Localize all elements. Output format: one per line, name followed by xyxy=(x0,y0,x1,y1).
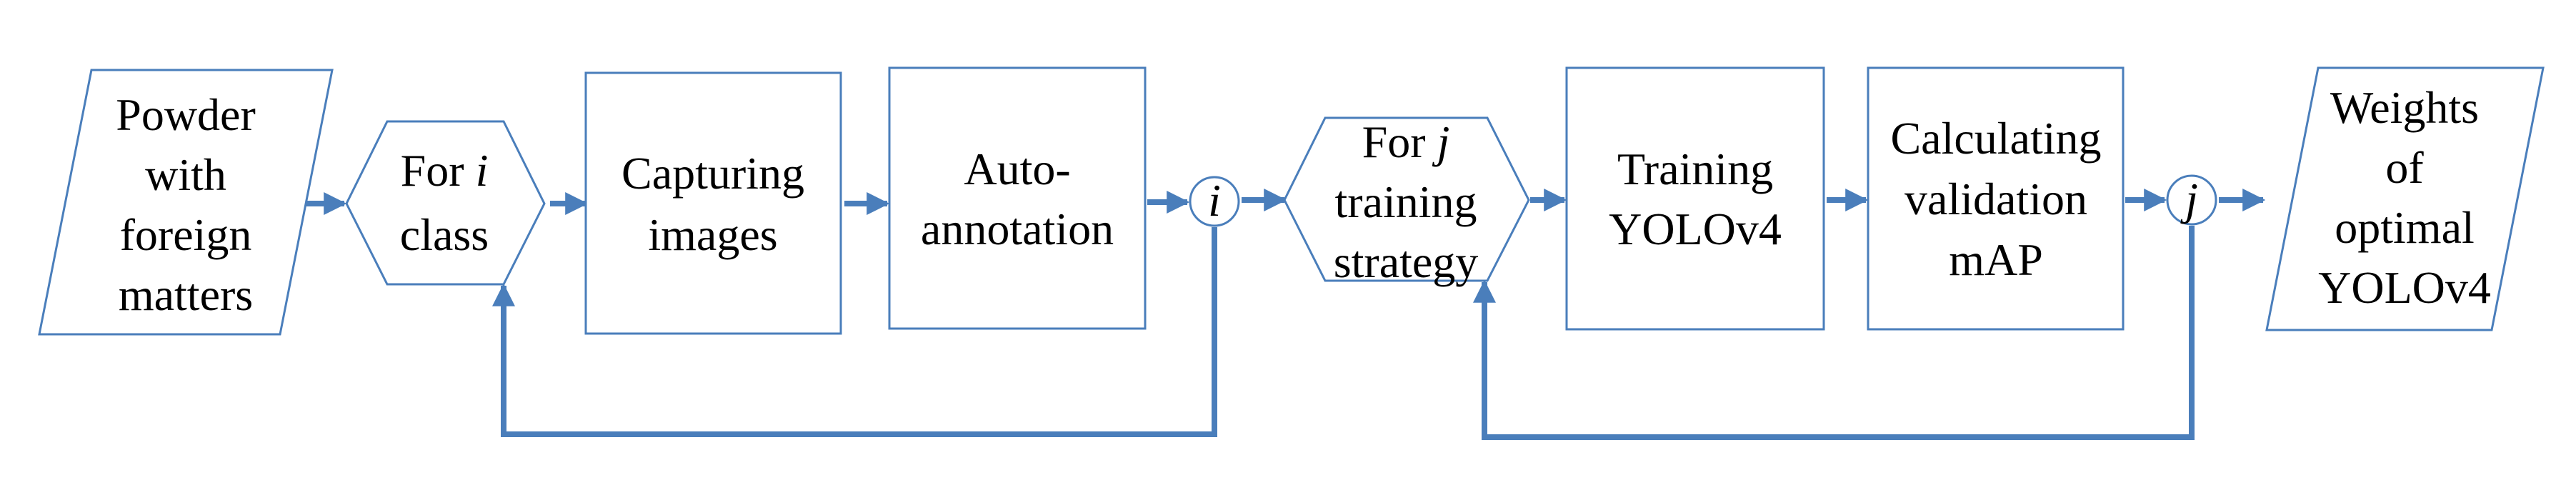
annotate-line-1: Auto- xyxy=(964,144,1070,194)
validate-line-3: mAP xyxy=(1949,234,2043,285)
output-line-2: of xyxy=(2385,142,2424,193)
connector-j: j xyxy=(2166,174,2217,226)
class-loop-node: For i class xyxy=(345,120,546,286)
strategy-loop-node: For j training strategy xyxy=(1283,116,1530,287)
output-line-4: YOLOv4 xyxy=(2318,262,2491,313)
strategy-loop-line-2: training xyxy=(1334,176,1477,227)
validate-node: Calculating validation mAP xyxy=(1867,66,2125,331)
class-loop-line-2: class xyxy=(400,209,489,260)
train-line-1: Training xyxy=(1617,144,1773,194)
capture-line-1: Capturing xyxy=(621,148,804,199)
feedback-loop-j xyxy=(1473,226,2195,440)
input-line-2: with xyxy=(145,149,226,200)
output-node: Weights of optimal YOLOv4 xyxy=(2265,66,2545,331)
validate-line-1: Calculating xyxy=(1890,113,2101,164)
train-node: Training YOLOv4 xyxy=(1565,66,1825,331)
input-line-1: Powder xyxy=(116,89,256,140)
class-loop-line-1: For i xyxy=(401,145,489,196)
annotate-node: Auto- annotation xyxy=(888,66,1147,330)
capture-node: Capturing images xyxy=(584,71,842,335)
strategy-loop-line-3: strategy xyxy=(1334,236,1479,287)
train-line-2: YOLOv4 xyxy=(1609,204,1782,254)
class-loop-prefix: For xyxy=(401,145,464,196)
output-line-1: Weights xyxy=(2330,82,2479,133)
strategy-loop-line-1: For j xyxy=(1362,116,1450,167)
capture-line-2: images xyxy=(648,209,777,260)
strategy-loop-prefix: For xyxy=(1362,116,1426,167)
strategy-loop-var: j xyxy=(1432,116,1450,167)
connector-i-label: i xyxy=(1208,175,1221,226)
input-line-3: foreign xyxy=(120,209,252,260)
validate-line-2: validation xyxy=(1904,174,2087,224)
feedback-loop-i xyxy=(492,227,1217,437)
class-loop-var: i xyxy=(476,145,489,196)
connector-i: i xyxy=(1189,175,1240,227)
input-line-4: matters xyxy=(119,269,253,320)
input-node: Powder with foreign matters xyxy=(38,69,334,336)
annotate-line-2: annotation xyxy=(921,204,1114,254)
output-line-3: optimal xyxy=(2335,202,2475,253)
